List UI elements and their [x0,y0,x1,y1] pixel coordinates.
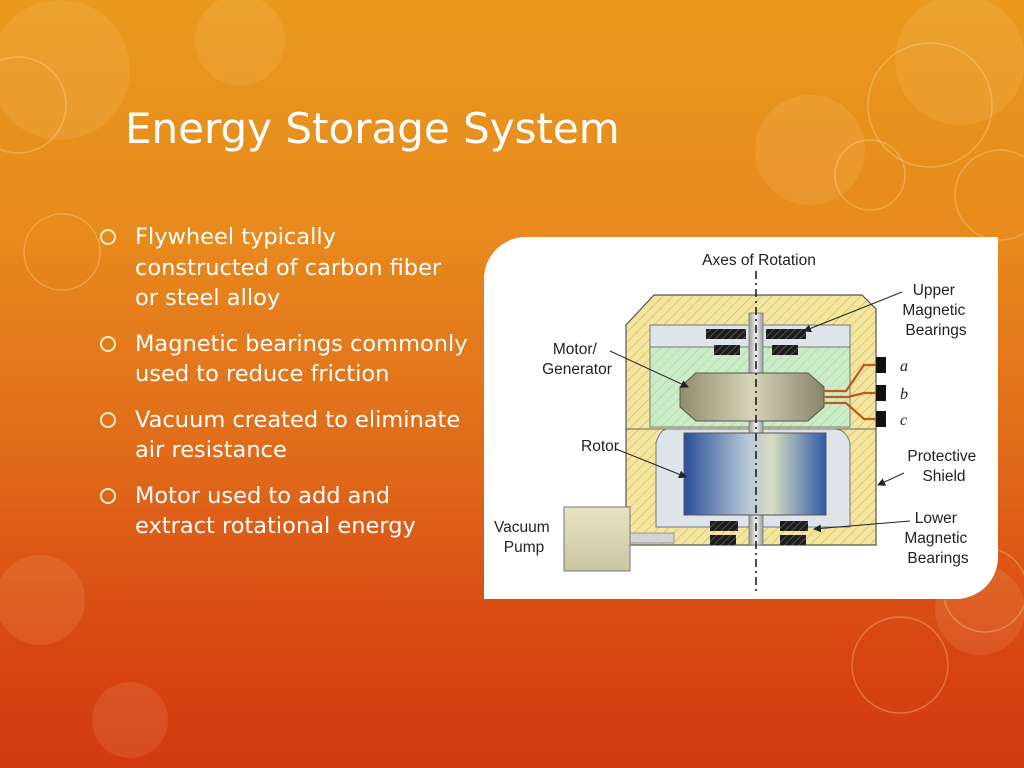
bullet-text: Flywheel typically constructed of carbon… [135,224,442,311]
bullet-ring-icon [100,411,116,428]
label-terminal-b: b [900,386,908,403]
label-upper-bearings: Upper Magnetic Bearings [902,282,969,339]
bullet-item: Magnetic bearings commonly used to reduc… [98,329,468,390]
terminal-b [876,385,886,401]
bullet-item: Vacuum created to eliminate air resistan… [98,405,468,466]
figure-card: Axes of Rotation Upper Magnetic Bearings… [484,237,998,599]
bullet-text: Magnetic bearings commonly used to reduc… [135,330,468,388]
leader-lines [609,291,911,533]
terminal-c [876,411,886,427]
lower-bearing [780,521,808,531]
vacuum-pipe [629,532,675,544]
bullet-text: Vacuum created to eliminate air resistan… [135,406,461,464]
upper-bearing [706,329,746,339]
bullet-list: Flywheel typically constructed of carbon… [98,222,468,557]
bullet-text: Motor used to add and extract rotational… [135,482,416,540]
label-rotor: Rotor [581,438,619,455]
upper-bearing [766,329,806,339]
label-protective-shield: Protective Shield [907,448,980,485]
label-axes-of-rotation: Axes of Rotation [702,252,816,269]
label-motor-generator: Motor/ Generator [542,341,612,378]
flywheel-diagram: Axes of Rotation Upper Magnetic Bearings… [494,252,980,591]
label-terminal-a: a [900,358,908,375]
bullet-item: Motor used to add and extract rotational… [98,481,468,542]
motor-generator [679,372,825,422]
bullet-ring-icon [100,487,116,504]
terminal-a [876,357,886,373]
bullet-item: Flywheel typically constructed of carbon… [98,222,468,314]
label-lower-bearings: Lower Magnetic Bearings [904,510,971,567]
vacuum-pump [563,506,631,572]
bullet-ring-icon [100,229,116,245]
slide-title: Energy Storage System [125,104,620,153]
bullet-ring-icon [100,335,116,352]
rotor [683,432,827,516]
label-terminal-c: c [900,412,907,429]
lower-bearing [710,521,738,531]
label-vacuum-pump: Vacuum Pump [494,519,554,556]
terminal-wires [824,363,876,421]
